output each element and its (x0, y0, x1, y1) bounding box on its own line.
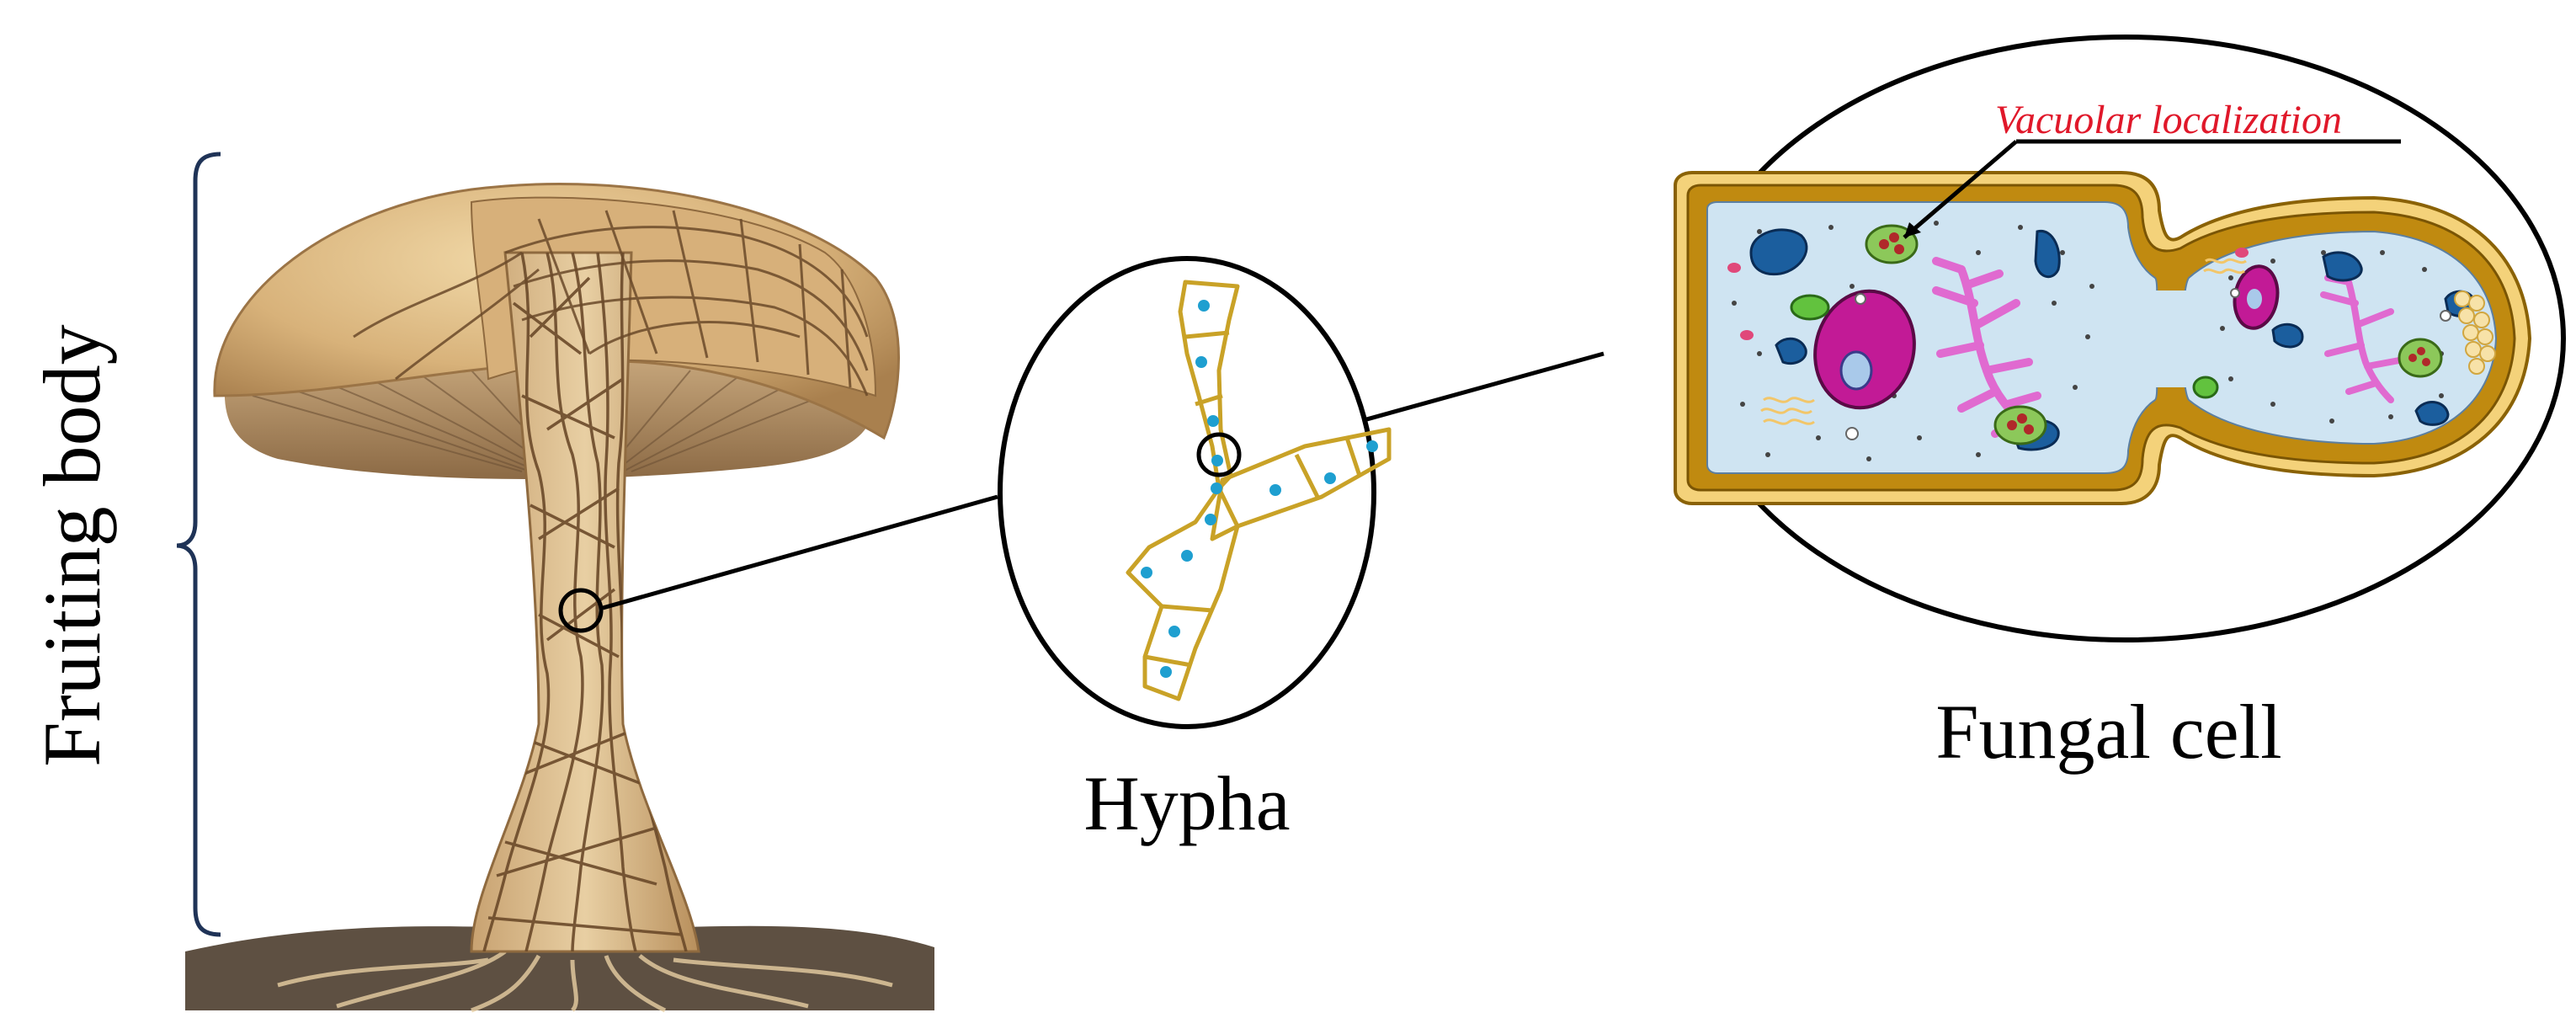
fruiting-body-label: Fruiting body (27, 324, 117, 766)
roots (277, 949, 893, 1013)
vacuolar-localization-annotation: Vacuolar localization (1903, 98, 2401, 239)
vesicles (1845, 288, 2451, 440)
lipid-droplets (2454, 290, 2496, 375)
fungal-cell-magnified-view (1674, 35, 2566, 642)
mushroom-illustration (185, 183, 934, 1013)
pink-organelles (1727, 248, 2249, 340)
hypha-filament (1126, 280, 1392, 701)
fruiting-body-bracket (176, 152, 221, 937)
gill-lines (252, 370, 834, 472)
green-organelles (1790, 294, 2219, 399)
vacuolar-localization-label: Vacuolar localization (1995, 98, 2342, 142)
hypha-sample-circle (1196, 432, 1242, 477)
connector-stem-to-hypha (602, 494, 998, 610)
soil (185, 925, 934, 1010)
golgi-apparatus (1760, 258, 2247, 425)
nucleus (1813, 289, 1916, 410)
stem-sample-circle (558, 588, 604, 633)
bud-neck (2128, 290, 2191, 387)
cytoplasm (1706, 201, 2498, 474)
bud-endoplasmic-reticulum (2320, 274, 2403, 403)
hypha-magnified-view (998, 256, 1392, 729)
hypha-label: Hypha (1083, 760, 1290, 846)
cap-hyphae (353, 210, 869, 397)
ribosomes (1732, 221, 2444, 461)
fungal-cell-label: Fungal cell (1935, 689, 2281, 775)
hypha-nuclei (1141, 300, 1378, 678)
